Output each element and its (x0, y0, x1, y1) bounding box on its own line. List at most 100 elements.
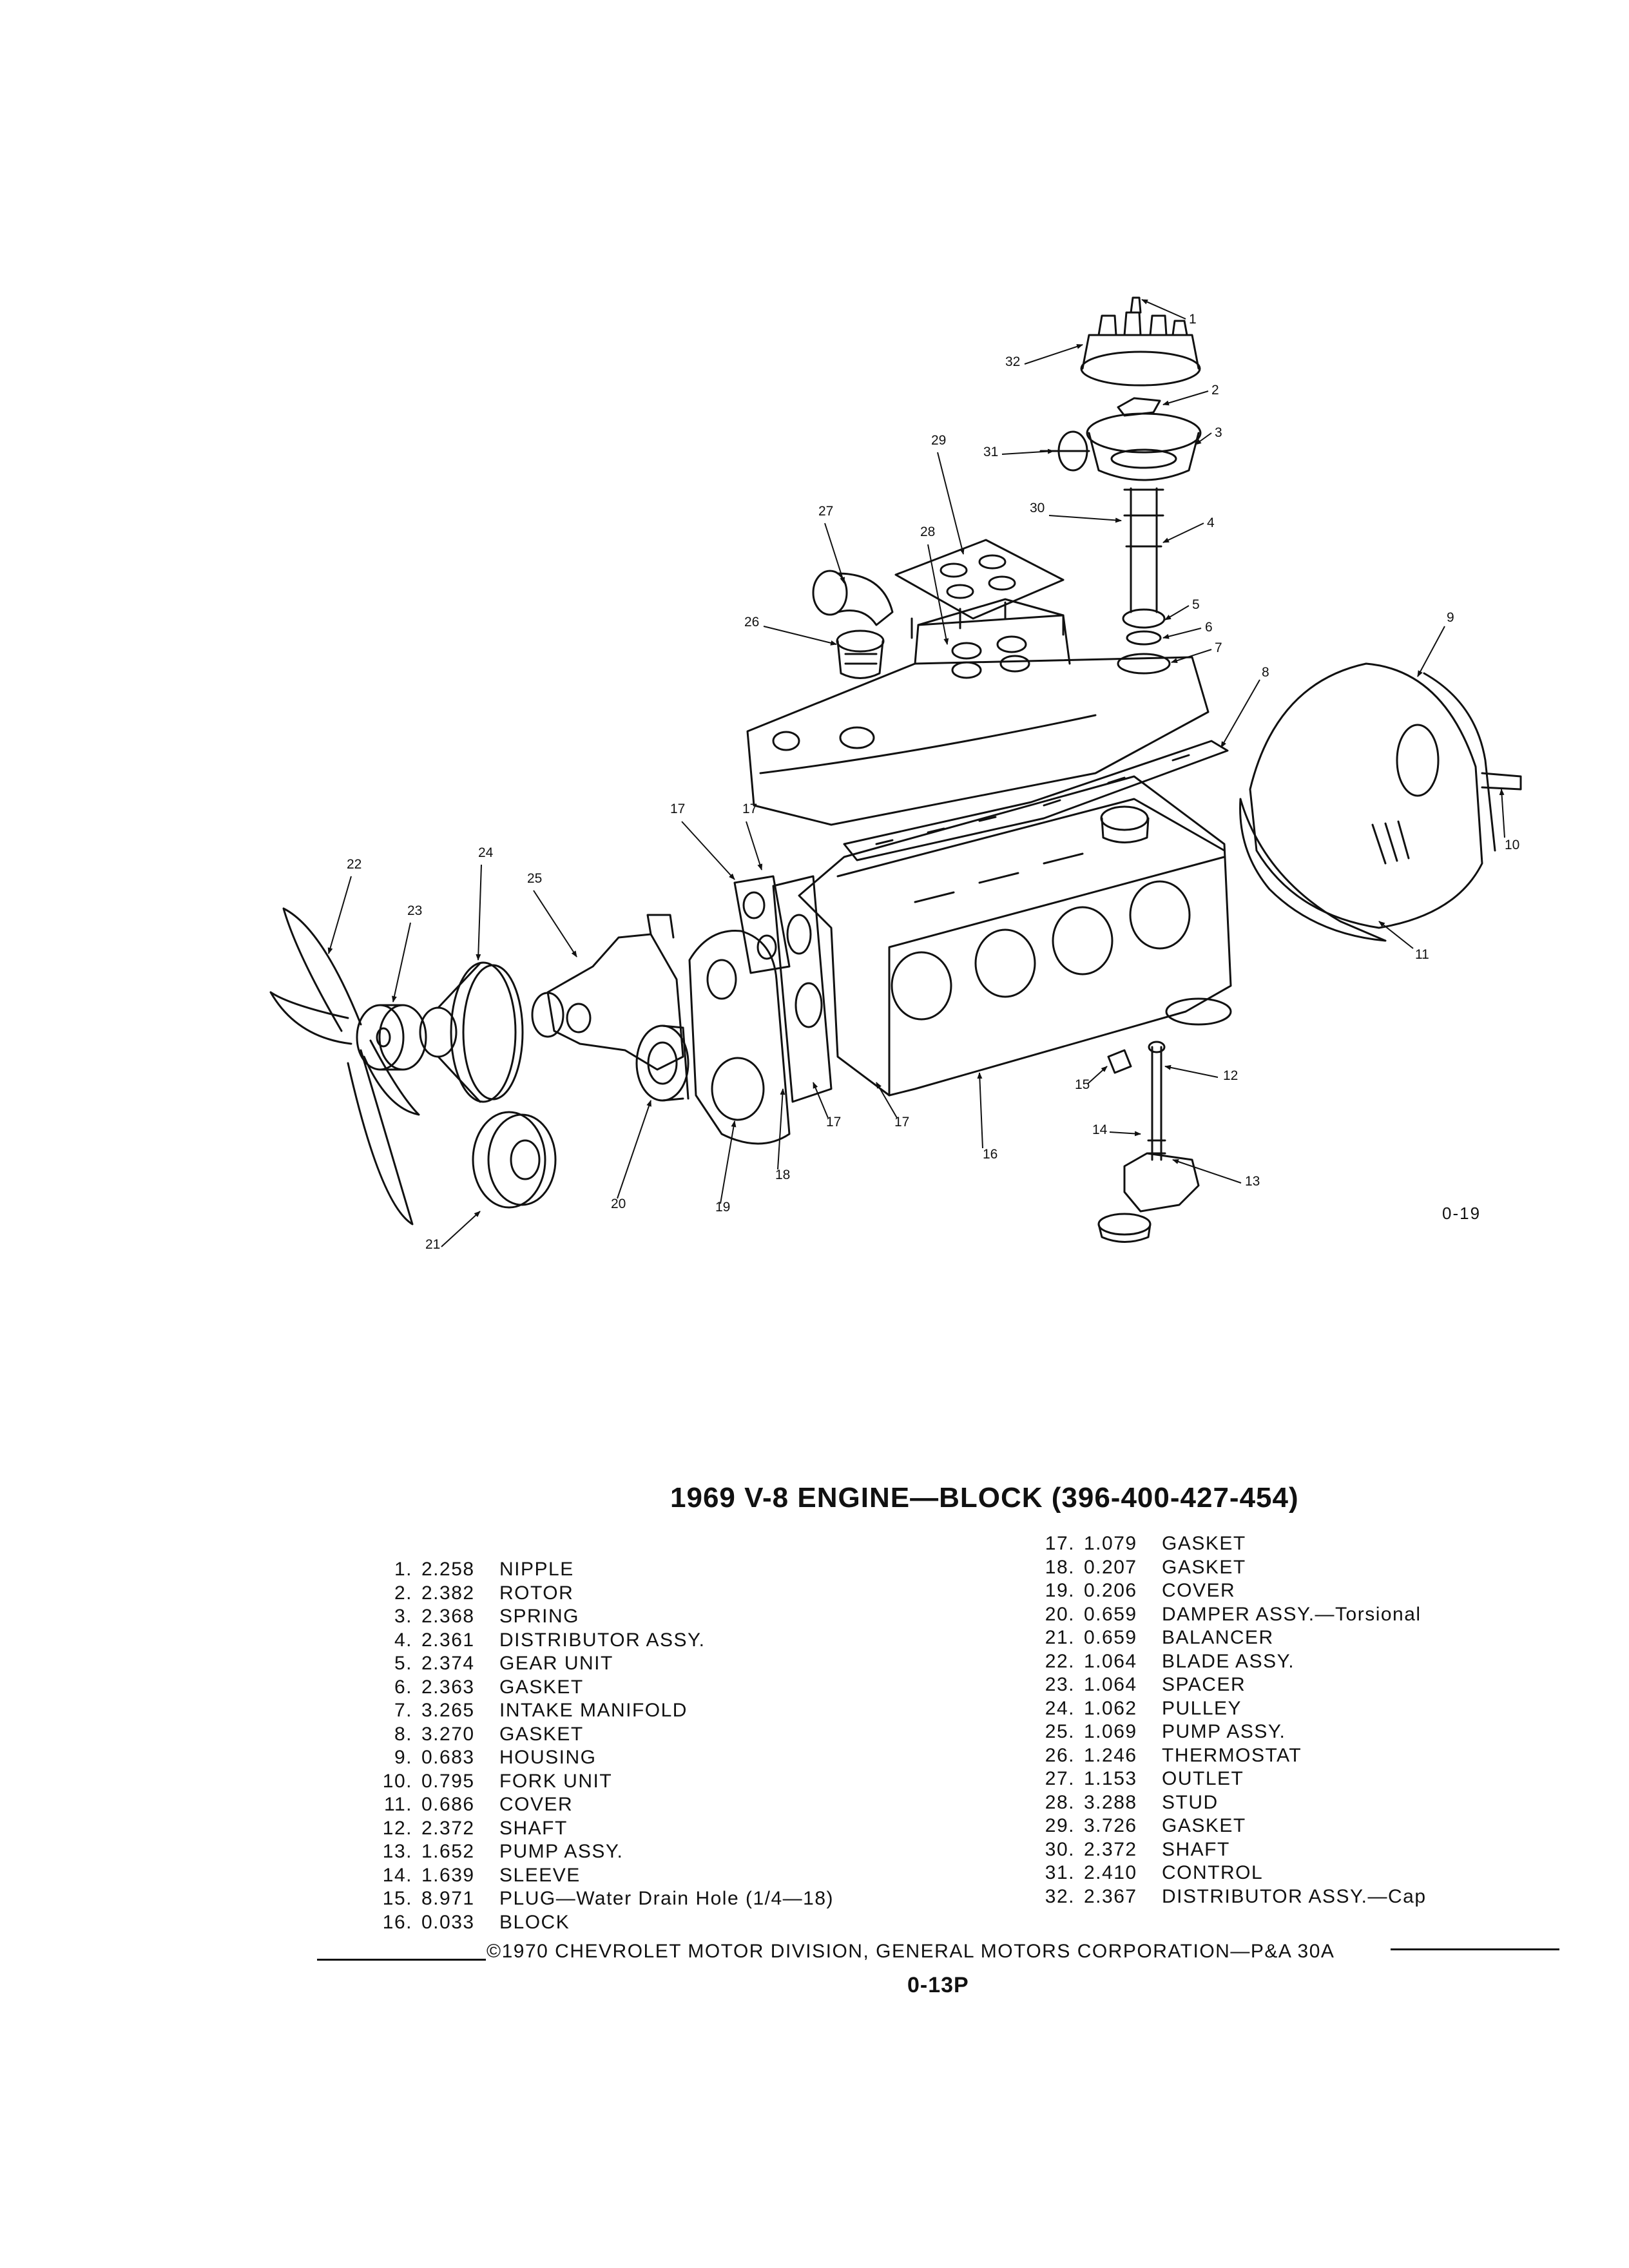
callout-number-23: 23 (407, 903, 422, 918)
part-name: THERMOSTAT (1162, 1744, 1302, 1766)
front-gaskets (733, 875, 833, 1103)
callout-leader-17 (876, 1082, 898, 1119)
callout-number-11: 11 (1415, 947, 1429, 962)
part-reference: 3.726 (1084, 1815, 1137, 1836)
callout-leader-7 (1171, 649, 1212, 664)
part-number: 3. (394, 1606, 412, 1627)
part-reference: 3.288 (1084, 1791, 1137, 1813)
callout-number-4: 4 (1207, 515, 1215, 530)
part-name: SHAFT (499, 1817, 568, 1839)
part-name: DISTRIBUTOR ASSY. (499, 1629, 706, 1651)
callout-leader-17 (813, 1082, 829, 1119)
thermostat (836, 629, 885, 679)
engine-block (798, 775, 1232, 1097)
part-name: DISTRIBUTOR ASSY.—Cap (1162, 1885, 1427, 1907)
callout-leader-lines (327, 299, 1505, 1247)
callout-number-28: 28 (920, 524, 935, 539)
callout-number-32: 32 (1005, 354, 1020, 369)
part-name: PUMP ASSY. (499, 1841, 624, 1862)
callout-number-19: 19 (715, 1200, 730, 1215)
part-name: NIPPLE (499, 1559, 574, 1580)
callout-leader-20 (617, 1100, 651, 1199)
callout-number-9: 9 (1447, 610, 1454, 625)
fan-pulley (419, 961, 524, 1103)
callout-number-22: 22 (347, 857, 361, 872)
part-number: 30. (1045, 1838, 1075, 1860)
part-name: PUMP ASSY. (1162, 1721, 1286, 1742)
callout-leader-8 (1220, 679, 1260, 748)
part-reference: 0.686 (421, 1794, 475, 1815)
part-reference: 2.363 (421, 1676, 475, 1698)
part-name: GASKET (499, 1676, 584, 1698)
part-reference: 2.361 (421, 1629, 475, 1651)
callout-leader-14 (1109, 1131, 1141, 1137)
part-name: COVER (1162, 1580, 1236, 1601)
part-number: 10. (382, 1770, 412, 1792)
part-name: PULLEY (1162, 1697, 1242, 1719)
part-number: 24. (1045, 1697, 1075, 1719)
distributor-cap (1080, 296, 1201, 387)
part-reference: 2.372 (421, 1817, 475, 1839)
callout-leader-6 (1162, 628, 1202, 639)
part-number: 31. (1045, 1862, 1075, 1883)
part-number: 32. (1045, 1885, 1075, 1907)
part-reference: 2.410 (1084, 1862, 1137, 1883)
callout-number-25: 25 (527, 871, 542, 886)
part-reference: 2.372 (1084, 1838, 1137, 1860)
callout-number-16: 16 (983, 1147, 998, 1162)
part-reference: 0.659 (1084, 1603, 1137, 1625)
intake-manifold (746, 598, 1210, 826)
part-number: 11. (384, 1794, 412, 1815)
torsional-damper (635, 1024, 689, 1102)
part-number: 20. (1045, 1603, 1075, 1625)
part-number: 5. (394, 1653, 412, 1674)
callout-number-15: 15 (1075, 1077, 1090, 1092)
callout-number-17: 17 (894, 1115, 909, 1129)
part-name: ROTOR (499, 1582, 574, 1604)
callout-number-31: 31 (983, 445, 998, 459)
copyright-notice: ©1970 CHEVROLET MOTOR DIVISION, GENERAL … (487, 1941, 1335, 1962)
callout-number-24: 24 (478, 845, 494, 860)
drain-plug (1107, 1049, 1132, 1074)
water-outlet (812, 570, 894, 626)
part-name: SPRING (499, 1606, 580, 1627)
part-number: 29. (1045, 1815, 1075, 1836)
part-number: 7. (394, 1700, 412, 1721)
part-reference: 2.368 (421, 1606, 475, 1627)
part-name: FORK UNIT (499, 1770, 613, 1792)
callout-number-6: 6 (1205, 620, 1213, 635)
callout-leader-5 (1164, 605, 1190, 620)
callout-leader-13 (1172, 1159, 1242, 1184)
callout-number-17: 17 (670, 802, 685, 816)
callout-number-21: 21 (425, 1237, 440, 1252)
callout-number-26: 26 (744, 615, 759, 629)
part-name: COVER (499, 1794, 574, 1815)
parts-list-row: 3. 2.368 SPRING (374, 1605, 834, 1629)
callout-number-18: 18 (775, 1168, 790, 1182)
part-reference: 0.033 (421, 1911, 475, 1933)
part-reference: 8.971 (421, 1888, 475, 1909)
part-reference: 0.795 (421, 1770, 475, 1792)
part-reference: 3.270 (421, 1723, 475, 1745)
part-reference: 2.367 (1084, 1885, 1137, 1907)
part-name: SPACER (1162, 1674, 1246, 1695)
part-reference: 0.683 (421, 1747, 475, 1768)
part-reference: 1.652 (421, 1841, 475, 1862)
callout-number-8: 8 (1262, 665, 1269, 680)
callout-number-29: 29 (931, 433, 946, 448)
